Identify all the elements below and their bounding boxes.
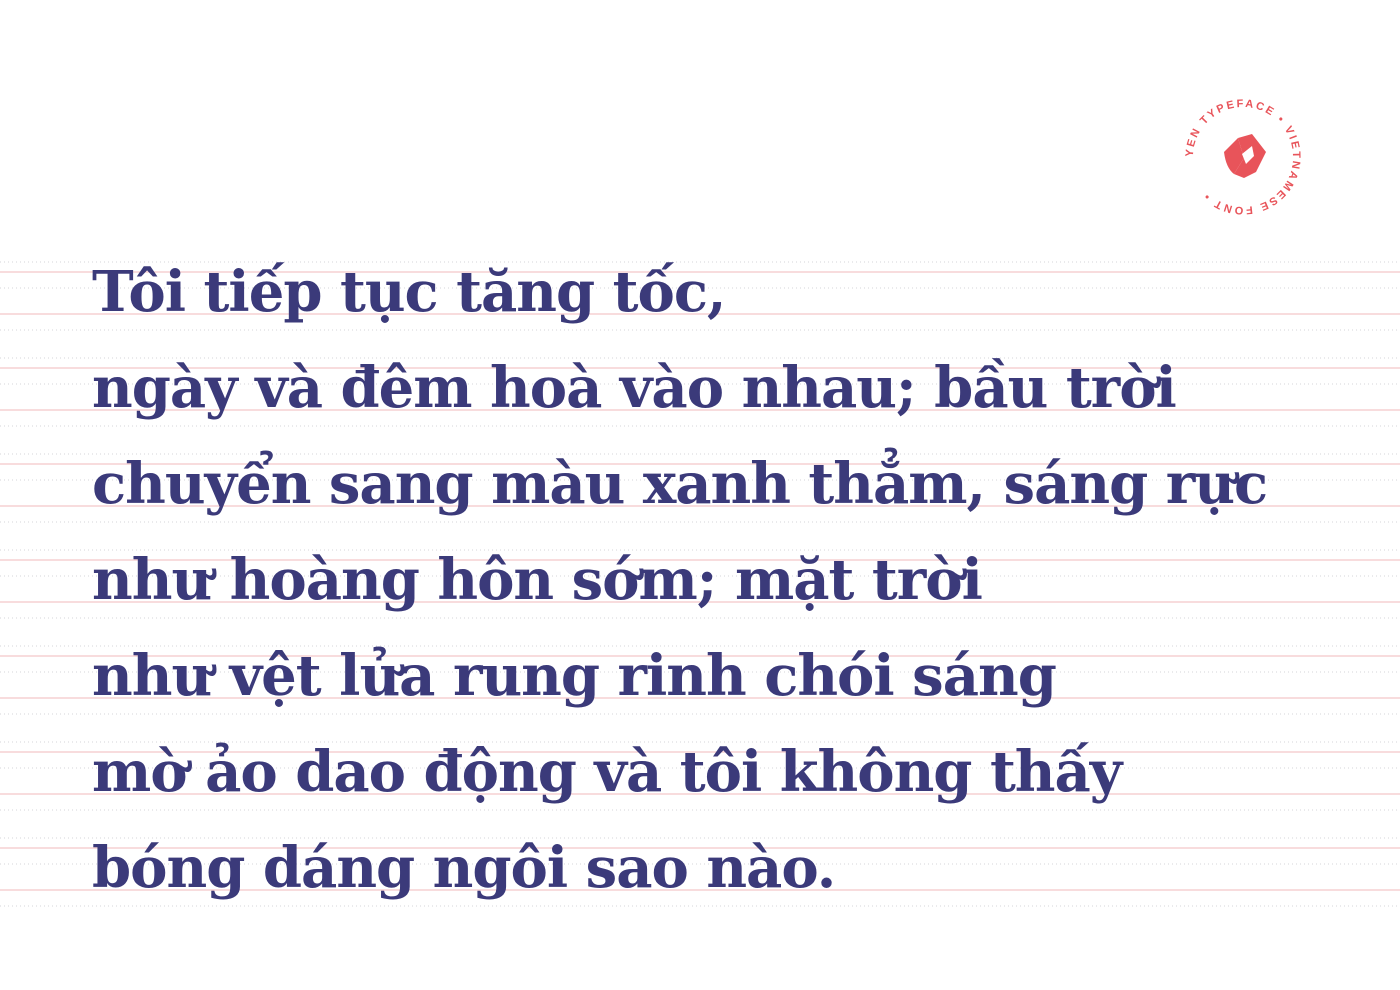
- specimen-line: bóng dáng ngôi sao nào.: [92, 835, 836, 901]
- specimen-line: mờ ảo dao động và tôi không thấy: [92, 739, 1122, 805]
- specimen-line: chuyển sang màu xanh thẳm, sáng rực: [92, 451, 1268, 517]
- specimen-line: như hoàng hôn sớm; mặt trời: [92, 547, 983, 613]
- specimen-line: ngày và đêm hoà vào nhau; bầu trời: [92, 355, 1177, 421]
- yen-typeface-badge: YEN TYPEFACE • VIETNAMESE FONT •: [1184, 98, 1300, 216]
- specimen-line: như vệt lửa rung rinh chói sáng: [92, 643, 1057, 709]
- specimen-line: Tôi tiếp tục tăng tốc,: [92, 259, 726, 325]
- yen-bird-logo-icon: [1224, 134, 1266, 178]
